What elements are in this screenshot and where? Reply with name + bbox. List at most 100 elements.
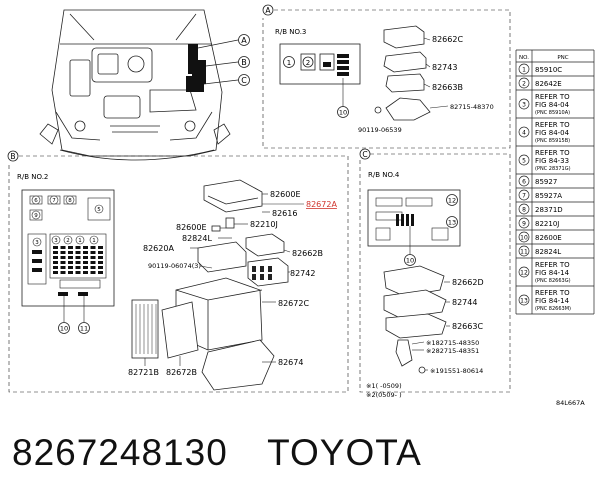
row-number-circle [518,203,530,215]
label-82715-48351: ※282715-48351 [426,347,479,355]
bracket-82715 [385,97,431,121]
cover-82662d [383,265,445,297]
row-pnc-line: (PNC 28371G) [535,166,571,172]
relay-block-4: 12 13 10 [367,189,461,266]
row-pnc-line: 28371D [535,206,563,214]
svg-text:11: 11 [80,325,88,333]
section-b-letter: B [10,152,15,161]
label-82674: 82674 [278,358,303,367]
row-pnc-line: (PNC 82663G) [535,278,571,284]
label-82721b: 82721B [128,368,159,377]
table-row: 7 85927A [518,189,562,201]
row-number-circle [518,63,530,75]
svg-text:13: 13 [448,219,456,227]
label-82620a: 82620A [143,244,174,253]
svg-text:9: 9 [34,213,38,219]
row-number-circle [518,245,530,257]
row-number-circle [518,266,530,278]
svg-text:1: 1 [92,238,96,244]
row-number: 8 [522,206,526,213]
label-91551-80614: ※191551-80614 [430,367,483,375]
svg-text:2: 2 [306,59,310,67]
label-90119-06539: 90119-06539 [358,126,402,134]
row-pnc-line: FIG 84-14 [535,297,570,305]
section-c-rb-label: R/B NO.4 [368,171,400,179]
row-number: 1 [522,66,526,73]
figure-code: 84L667A [556,399,585,407]
table-header-no: NO. [519,55,529,61]
bolt-91551 [418,366,426,374]
svg-text:A: A [241,36,247,45]
row-number-circle [518,231,530,243]
row-pnc-line: REFER TO [535,93,570,101]
callout-c: C [238,74,250,86]
svg-text:10: 10 [339,109,347,117]
row-pnc-line: (PNC 82663M) [535,306,571,312]
row-number: 6 [522,178,526,185]
row-pnc-line: FIG 84-04 [535,101,570,109]
label-82662b: 82662B [292,249,323,258]
row-pnc-line: 85927A [535,192,562,200]
row-pnc-line: 82210J [535,220,559,228]
row-number-circle [518,98,530,110]
row-number: 4 [522,129,526,136]
cover-82663b [385,73,425,93]
label-82744: 82744 [452,298,477,307]
label-82663c: 82663C [452,322,483,331]
fuse-box-a-location [188,44,198,74]
label-82672b: 82672B [166,368,197,377]
label-82743: 82743 [432,63,457,72]
row-number: 3 [522,101,526,108]
footer-part-number: 8267248130 [12,432,228,473]
svg-text:C: C [241,76,247,85]
relay-block-3 [279,43,361,85]
row-number-circle [518,294,530,306]
row-number: 5 [522,157,526,164]
cover-82662c [383,25,425,49]
row-pnc-line: 82642E [535,80,562,88]
row-pnc-line: 82600E [535,234,562,242]
cover-82672b [161,301,199,359]
section-a-letter: A [265,6,271,15]
row-pnc-line: FIG 84-33 [535,157,569,165]
label-82600e: 82600E [176,223,207,232]
svg-text:6: 6 [34,198,38,204]
table-row: 9 82210J [518,217,559,229]
row-number: 7 [522,192,526,199]
row-number: 12 [520,269,528,276]
fuse-82600e [211,225,221,232]
label-82662c: 82662C [432,35,463,44]
bolt-90119 [374,106,382,114]
row-number-circle [518,154,530,166]
callout-b: B [238,56,250,68]
svg-text:12: 12 [448,197,456,205]
section-c: C R/B NO.4 12 13 10 [359,148,511,399]
svg-text:10: 10 [406,257,414,265]
row-number-circle [518,77,530,89]
row-number: 9 [522,220,526,227]
label-82600e-top: 82600E [270,190,301,199]
label-90119-06074: 90119-06074(3) [148,262,201,270]
engine-bay-illustration [39,9,231,161]
table-row: 8 28371D [518,203,563,215]
row-number: 13 [520,297,528,304]
row-number-circle [518,217,530,229]
label-82616: 82616 [272,209,297,218]
cover-82672a [203,179,263,213]
cover-82663c [385,313,447,339]
svg-text:5: 5 [97,207,101,213]
row-pnc-line: (PNC 85915B) [535,138,570,144]
callout-a: A [238,34,250,46]
section-b-rb-label: R/B NO.2 [17,173,48,181]
frame-82744 [383,289,447,319]
